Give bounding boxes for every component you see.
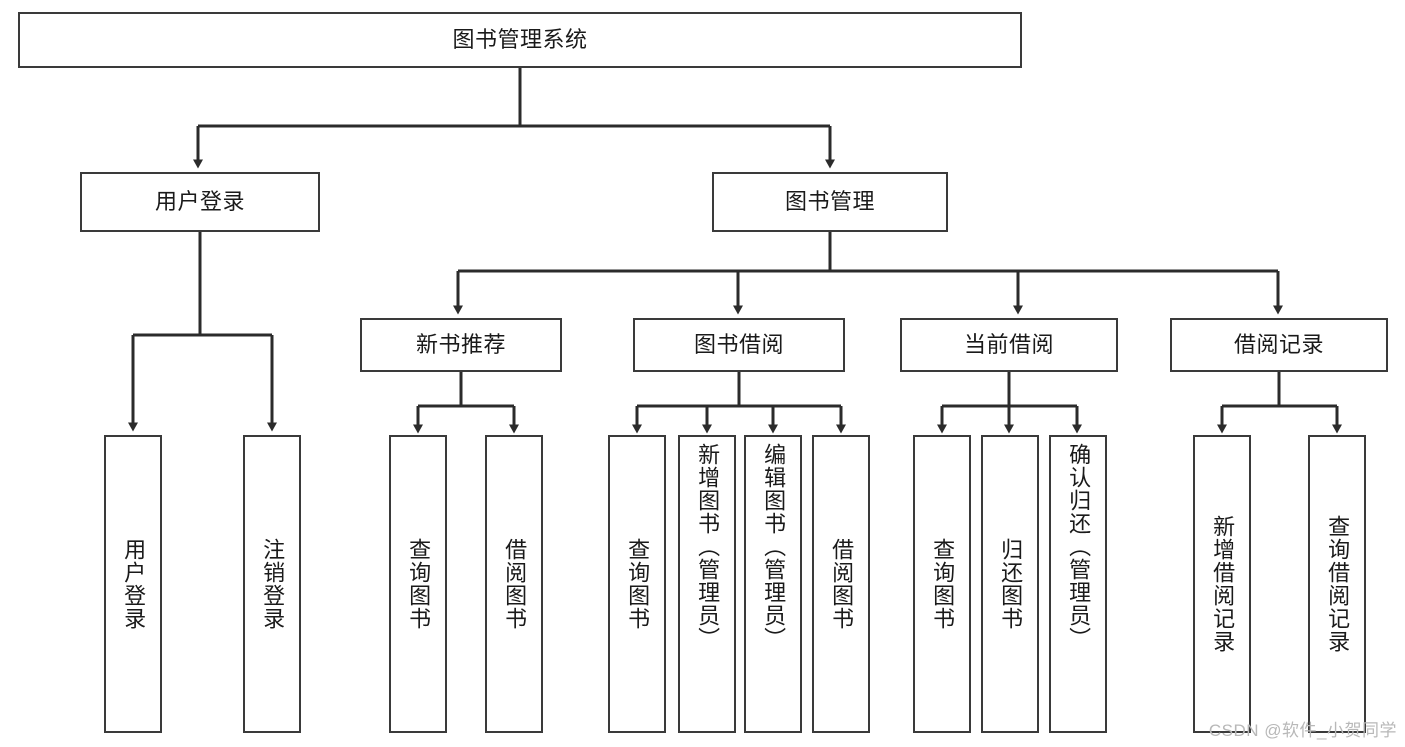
node-leaf-add-book[interactable]: 新增图书（管理员） — [678, 435, 736, 733]
node-root[interactable]: 图书管理系统 — [18, 12, 1022, 68]
node-leaf-borrow-book[interactable]: 借阅图书 — [812, 435, 870, 733]
node-book-manage-label: 图书管理 — [784, 189, 875, 215]
node-root-label: 图书管理系统 — [452, 27, 588, 53]
node-leaf-query-record-label: 查询借阅记录 — [1325, 515, 1351, 653]
node-book-manage[interactable]: 图书管理 — [712, 172, 948, 232]
node-current-borrow[interactable]: 当前借阅 — [900, 318, 1118, 372]
node-leaf-return-book-label: 归还图书 — [998, 538, 1024, 630]
node-leaf-confirm-return[interactable]: 确认归还（管理员） — [1049, 435, 1107, 733]
node-leaf-query-book-borrow[interactable]: 查询图书 — [608, 435, 666, 733]
node-leaf-query-book-newbook[interactable]: 查询图书 — [389, 435, 447, 733]
node-leaf-edit-book-label: 编辑图书（管理员） — [761, 443, 787, 650]
node-borrow-record-label: 借阅记录 — [1233, 332, 1324, 358]
node-leaf-borrow-book-label: 借阅图书 — [829, 538, 855, 630]
csdn-watermark: CSDN @软件_小贺同学 — [1208, 721, 1397, 740]
node-new-book-label: 新书推荐 — [415, 332, 506, 358]
node-leaf-add-book-label: 新增图书（管理员） — [695, 443, 721, 650]
node-new-book[interactable]: 新书推荐 — [360, 318, 562, 372]
node-current-borrow-label: 当前借阅 — [963, 332, 1054, 358]
node-leaf-user-login[interactable]: 用户登录 — [104, 435, 162, 733]
node-leaf-return-book[interactable]: 归还图书 — [981, 435, 1039, 733]
node-book-borrow[interactable]: 图书借阅 — [633, 318, 845, 372]
node-leaf-query-book-borrow-label: 查询图书 — [625, 538, 651, 630]
node-leaf-logout-label: 注销登录 — [260, 538, 286, 630]
node-user-login-label: 用户登录 — [154, 189, 245, 215]
node-book-borrow-label: 图书借阅 — [693, 332, 784, 358]
node-leaf-query-book-current[interactable]: 查询图书 — [913, 435, 971, 733]
node-leaf-query-book-newbook-label: 查询图书 — [406, 538, 432, 630]
node-leaf-logout[interactable]: 注销登录 — [243, 435, 301, 733]
node-leaf-edit-book[interactable]: 编辑图书（管理员） — [744, 435, 802, 733]
node-leaf-borrow-book-newbook-label: 借阅图书 — [502, 538, 528, 630]
node-user-login[interactable]: 用户登录 — [80, 172, 320, 232]
node-borrow-record[interactable]: 借阅记录 — [1170, 318, 1388, 372]
node-leaf-confirm-return-label: 确认归还（管理员） — [1066, 443, 1092, 650]
node-leaf-query-record[interactable]: 查询借阅记录 — [1308, 435, 1366, 733]
node-leaf-query-book-current-label: 查询图书 — [930, 538, 956, 630]
node-leaf-add-record-label: 新增借阅记录 — [1210, 515, 1236, 653]
node-leaf-user-login-label: 用户登录 — [121, 538, 147, 630]
node-leaf-add-record[interactable]: 新增借阅记录 — [1193, 435, 1251, 733]
node-leaf-borrow-book-newbook[interactable]: 借阅图书 — [485, 435, 543, 733]
